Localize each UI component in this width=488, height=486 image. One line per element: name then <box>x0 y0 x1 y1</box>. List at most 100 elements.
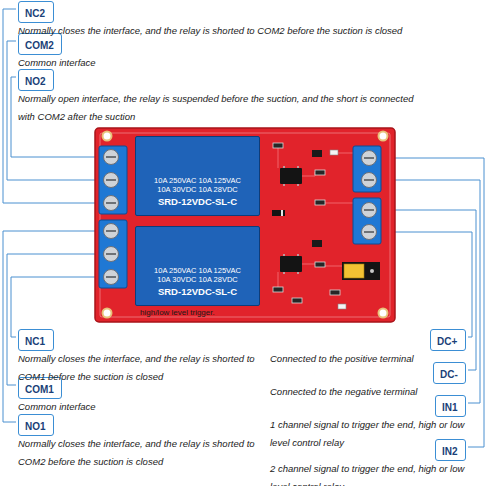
relay-board: high/low level trigger. 10A 250VAC 10A 12… <box>95 128 395 322</box>
led-symbol <box>330 150 338 155</box>
terminal-name: DC+ <box>437 336 457 348</box>
screw-slot <box>364 157 374 159</box>
callout-note: Normally closes the interface, and the r… <box>18 438 255 467</box>
leader-line <box>7 41 95 180</box>
optocoupler-chip <box>280 168 302 184</box>
leader-line <box>395 180 480 403</box>
transistor-symbol <box>312 150 322 157</box>
screw-slot <box>106 253 116 255</box>
callout-note: Connected to the positive terminal <box>270 353 414 364</box>
chip-pin <box>284 166 298 274</box>
jumper-header <box>344 264 364 278</box>
jumper-header <box>342 262 380 280</box>
leader-line <box>3 9 95 203</box>
transistor-symbol <box>312 240 322 247</box>
relay-body: 10A 250VAC 10A 125VAC10A 30VDC 10A 28VDC… <box>135 136 260 216</box>
callout-note: Normally closes the interface, and the r… <box>18 25 402 36</box>
jumper-header <box>342 262 380 280</box>
callout-tag: IN2 <box>435 439 466 461</box>
terminal-screw <box>104 173 119 188</box>
callout-tag: DC+ <box>430 329 466 351</box>
terminal-screw <box>362 173 377 188</box>
led-symbol <box>330 150 346 309</box>
callout-note: Normally open interface, the relay is su… <box>18 93 414 122</box>
led-symbol <box>338 304 346 309</box>
terminal-screw <box>362 151 377 166</box>
mounting-hole <box>379 132 388 141</box>
mounting-hole <box>379 309 388 318</box>
terminal-name: COM1 <box>25 384 54 396</box>
terminal-name: NC2 <box>25 8 45 20</box>
callout-note: Connected to the negative terminal <box>270 386 417 397</box>
terminal-block <box>353 146 381 192</box>
callout-tag: NO1 <box>18 414 54 436</box>
terminal-name: NC1 <box>25 336 45 348</box>
diode-symbol <box>272 210 285 216</box>
pcb-board <box>100 133 390 317</box>
callout-note: 2 channel signal to trigger the end, hig… <box>270 463 464 486</box>
callout-note: 1 channel signal to trigger the end, hig… <box>270 419 464 448</box>
terminal-block <box>353 198 381 244</box>
terminal-screw <box>104 247 119 262</box>
screw-slot <box>364 179 374 181</box>
pcb-trace <box>302 172 315 176</box>
jumper-header <box>370 269 374 273</box>
screw-slot <box>106 179 116 181</box>
terminal-screw <box>104 196 119 211</box>
screw-slot <box>364 209 374 211</box>
leader-line <box>11 277 95 337</box>
leader-line <box>3 9 484 447</box>
callout-note-box: Normally closes the interface, and the r… <box>18 20 484 38</box>
mounting-hole <box>103 132 388 318</box>
pcb-trace <box>324 203 353 204</box>
diode-symbol <box>272 210 285 216</box>
callout-note-box: Common interface <box>18 52 318 70</box>
relay-model: SRD-12VDC-SL-C <box>158 286 237 298</box>
optocoupler-chip <box>280 168 302 272</box>
resistor-symbol <box>315 262 325 267</box>
callout-note-box: Normally closes the interface, and the r… <box>18 433 258 469</box>
screw-slot <box>106 202 116 204</box>
callout-tag: NC2 <box>18 1 54 23</box>
silkscreen-text: high/low level trigger. <box>140 308 395 318</box>
callout-tag: NO2 <box>18 69 54 91</box>
relay-model: SRD-12VDC-SL-C <box>158 196 237 208</box>
terminal-screw <box>104 150 119 165</box>
leader-line <box>395 210 476 370</box>
callout-note-box: 1 channel signal to trigger the end, hig… <box>270 414 470 450</box>
callout-note-box: 2 channel signal to trigger the end, hig… <box>270 458 470 486</box>
callout-note: Common interface <box>18 57 96 68</box>
chip-pin <box>284 254 298 274</box>
pcb-trace <box>302 264 315 265</box>
terminal-screw <box>104 224 119 239</box>
diode-symbol <box>281 210 283 216</box>
pcb-trace <box>278 147 279 168</box>
callout-note-box: Normally closes the interface, and the r… <box>18 348 258 384</box>
callout-note-box: Connected to the positive terminal <box>270 348 470 366</box>
callout-note-box: Connected to the negative terminal <box>270 381 470 399</box>
terminal-name: IN1 <box>442 402 458 414</box>
relay-rating: 10A 250VAC 10A 125VAC <box>154 266 241 275</box>
terminal-screw <box>104 270 119 285</box>
relay-rating: 10A 250VAC 10A 125VAC <box>154 176 241 185</box>
callout-note: Normally closes the interface, and the r… <box>18 353 255 382</box>
callout-tag: DC- <box>433 362 466 384</box>
optocoupler-chip <box>280 256 302 272</box>
resistor-symbol <box>315 200 325 205</box>
resistor-symbol <box>273 287 283 292</box>
callout-note-box: Normally open interface, the relay is su… <box>18 88 433 124</box>
screw-slot <box>364 231 374 233</box>
pcb-board <box>95 128 395 322</box>
pcb-trace <box>324 266 342 267</box>
relay-rating: 10A 30VDC 10A 28VDC <box>157 275 237 284</box>
leader-line <box>3 231 95 422</box>
relay-body: 10A 250VAC 10A 125VAC10A 30VDC 10A 28VDC… <box>135 226 260 306</box>
callout-tag: NC1 <box>18 329 54 351</box>
mounting-hole <box>103 132 112 141</box>
leader-line <box>395 158 484 447</box>
resistor-symbol <box>292 298 302 303</box>
callout-tag: IN1 <box>435 395 466 417</box>
terminal-name: DC- <box>440 369 458 381</box>
callout-tag: COM2 <box>18 33 62 55</box>
